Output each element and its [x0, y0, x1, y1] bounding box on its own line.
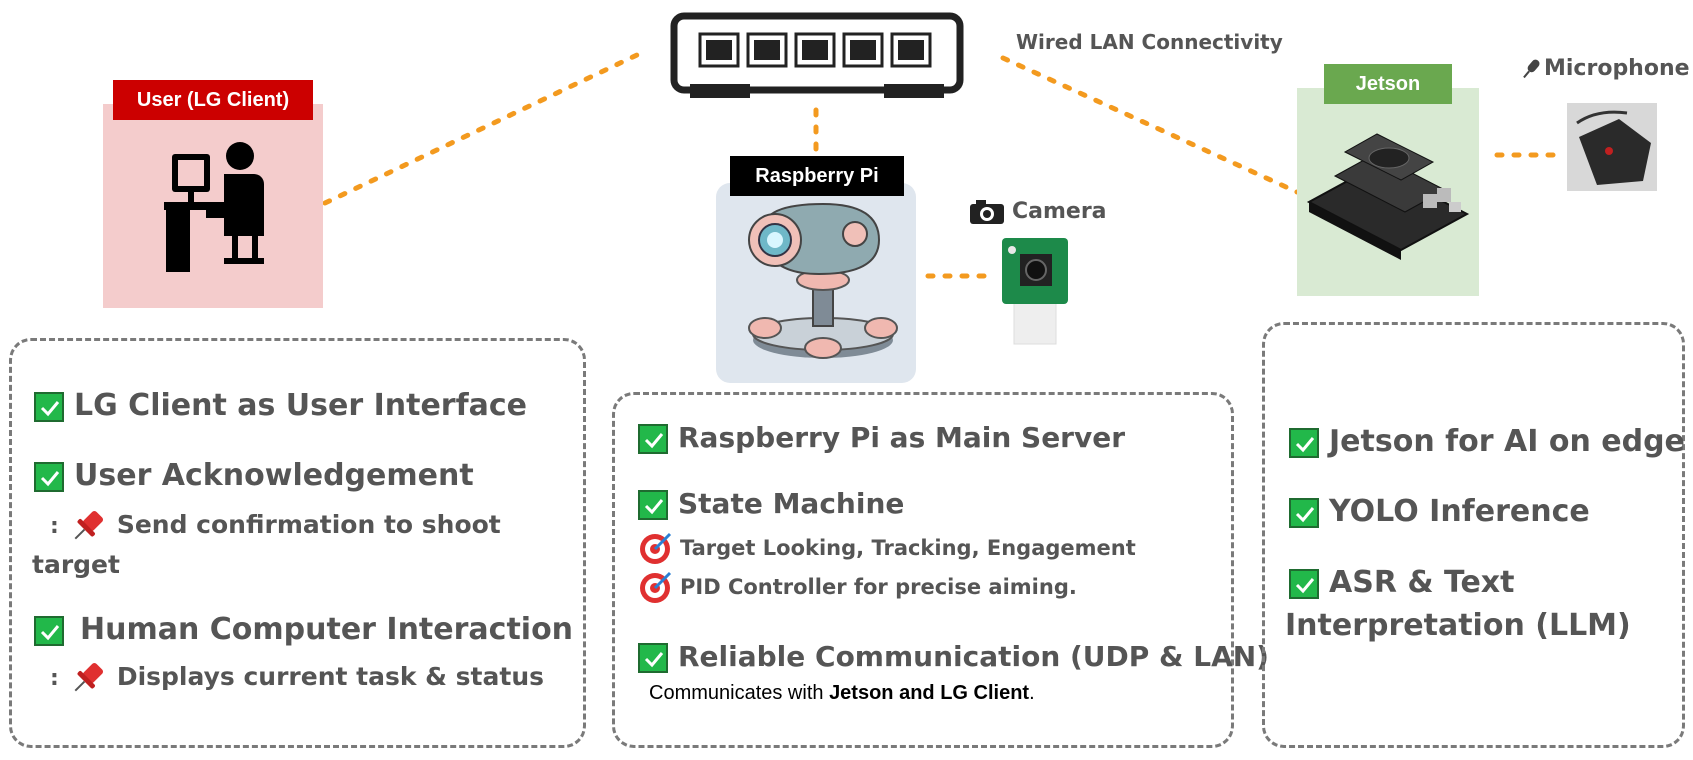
- checkbox-icon: [34, 615, 64, 646]
- pi-item-2-sub-1: Target Looking, Tracking, Engagement: [638, 532, 1136, 566]
- checkbox-icon: [638, 490, 668, 520]
- user-item-3-sub: :Displays current task & status: [50, 660, 544, 696]
- user-item-2-sub-cont: target: [32, 550, 120, 579]
- raspberry-tag: Raspberry Pi: [730, 156, 904, 196]
- pi-item-1: Raspberry Pi as Main Server: [638, 421, 1125, 454]
- wired-lan-label: Wired LAN Connectivity: [1016, 30, 1283, 54]
- camera-module-icon: [1002, 238, 1068, 345]
- jetson-item-2: YOLO Inference: [1289, 494, 1590, 529]
- pi-note: Communicates with Jetson and LG Client.: [649, 682, 1035, 704]
- microphone-icon: [1523, 59, 1540, 79]
- microphone-device-icon: [1567, 103, 1657, 191]
- camera-icon: [970, 200, 1004, 224]
- target-icon: [640, 532, 672, 564]
- user-item-3: Human Computer Interaction: [34, 612, 573, 647]
- pi-features-panel: [612, 392, 1234, 748]
- microphone-label: Microphone: [1518, 56, 1690, 82]
- checkbox-icon: [34, 391, 64, 422]
- user-item-1: LG Client as User Interface: [34, 388, 527, 423]
- user-computer-icon: [164, 142, 264, 272]
- user-features-panel: [9, 338, 586, 748]
- pushpin-icon: [74, 510, 103, 540]
- link-switch-jetson: [1000, 55, 1300, 195]
- user-item-2: User Acknowledgement: [34, 458, 474, 493]
- robot-icon: [748, 202, 898, 359]
- jetson-item-3: ASR & Text: [1289, 565, 1515, 600]
- jetson-features-panel: [1262, 322, 1685, 748]
- user-tag: User (LG Client): [113, 80, 313, 120]
- checkbox-icon: [1289, 497, 1319, 528]
- checkbox-icon: [1289, 568, 1319, 599]
- target-icon: [640, 571, 672, 603]
- camera-text: Camera: [1012, 199, 1107, 224]
- camera-label: Camera: [968, 198, 1107, 226]
- checkbox-icon: [638, 424, 668, 454]
- microphone-text: Microphone: [1544, 56, 1690, 81]
- jetson-item-3-cont: Interpretation (LLM): [1285, 608, 1631, 643]
- pi-item-2-sub-2: PID Controller for precise aiming.: [638, 571, 1077, 605]
- jetson-board-icon: [1306, 133, 1470, 260]
- checkbox-icon: [34, 461, 64, 492]
- link-user-switch: [322, 52, 640, 206]
- user-item-2-sub: :Send confirmation to shoot: [50, 508, 501, 544]
- pushpin-icon: [74, 662, 103, 692]
- jetson-item-1: Jetson for AI on edge: [1289, 424, 1685, 459]
- pi-item-3: Reliable Communication (UDP & LAN): [638, 640, 1269, 673]
- checkbox-icon: [638, 643, 668, 673]
- pi-item-2: State Machine: [638, 487, 904, 520]
- jetson-tag: Jetson: [1324, 64, 1452, 104]
- network-switch-icon: [670, 12, 964, 98]
- checkbox-icon: [1289, 427, 1319, 458]
